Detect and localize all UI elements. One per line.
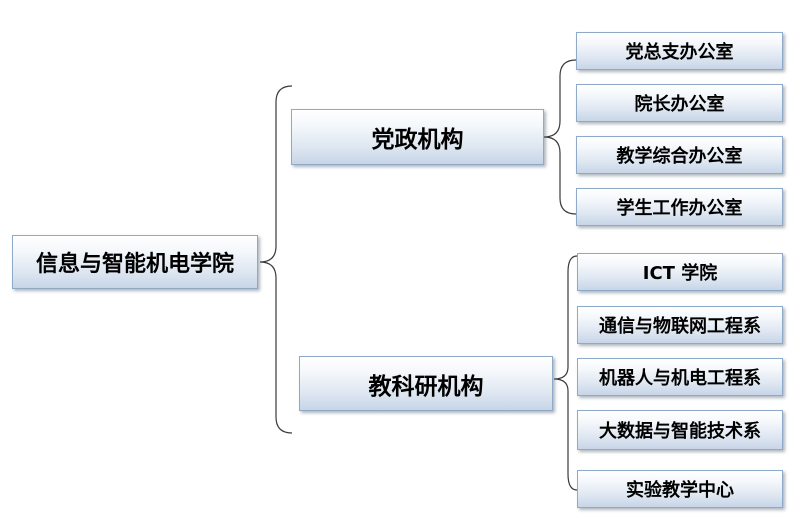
- leaf-node: 机器人与机电工程系: [577, 358, 783, 396]
- leaf-node: 教学综合办公室: [576, 136, 783, 174]
- leaf-node: 院长办公室: [576, 84, 783, 122]
- leaf-node: 学生工作办公室: [576, 188, 783, 226]
- leaf-label: ICT 学院: [642, 263, 718, 284]
- leaf-label: 党总支办公室: [625, 42, 734, 63]
- leaf-node: 党总支办公室: [576, 32, 783, 70]
- leaf-label: 通信与物联网工程系: [599, 316, 761, 337]
- leaf-node: ICT 学院: [577, 253, 783, 291]
- leaf-label: 教学综合办公室: [616, 146, 743, 167]
- branch-node-party-admin: 党政机构: [291, 109, 544, 165]
- branch-node-teaching-research: 教科研机构: [299, 356, 553, 411]
- leaf-label: 院长办公室: [634, 94, 725, 115]
- branch-1-bracket: [553, 255, 578, 491]
- leaf-label: 学生工作办公室: [616, 198, 743, 219]
- leaf-label: 机器人与机电工程系: [599, 368, 761, 389]
- leaf-node: 实验教学中心: [577, 470, 783, 508]
- root-node: 信息与智能机电学院: [12, 235, 258, 289]
- leaf-label: 实验教学中心: [626, 480, 734, 501]
- root-bracket: [259, 85, 293, 434]
- leaf-label: 大数据与智能技术系: [599, 421, 761, 442]
- leaf-node: 大数据与智能技术系: [577, 410, 783, 450]
- branch-0-bracket: [543, 59, 577, 215]
- root-label: 信息与智能机电学院: [35, 252, 234, 277]
- branch-label: 教科研机构: [368, 373, 484, 400]
- leaf-node: 通信与物联网工程系: [577, 306, 783, 344]
- branch-label: 党政机构: [371, 127, 464, 153]
